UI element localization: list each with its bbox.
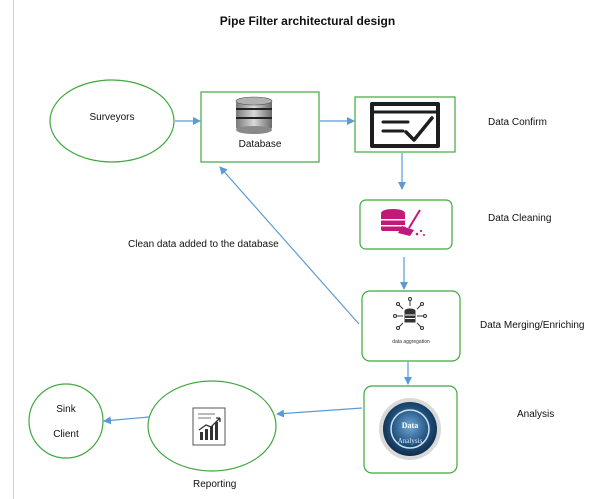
database-icon	[235, 96, 273, 134]
report-chart-icon	[192, 407, 226, 446]
data-cleaning-icon	[381, 209, 425, 236]
data-analysis-badge-icon: Data Analysis	[379, 398, 441, 460]
analysis-label: Analysis	[517, 409, 555, 420]
data-aggregation-icon	[393, 297, 427, 330]
data-aggregation-caption: data aggregation	[392, 339, 430, 345]
checklist-icon	[370, 102, 440, 148]
surveyors-node	[49, 79, 175, 163]
database-label: Database	[239, 139, 282, 150]
arrow-merging-to-database-feedback	[219, 166, 360, 325]
arrow-reporting-to-client	[103, 416, 150, 425]
data-merging-node	[361, 290, 461, 362]
data-cleaning-label: Data Cleaning	[488, 213, 552, 224]
data-confirm-label: Data Confirm	[488, 117, 547, 128]
sink-client-node	[28, 383, 104, 459]
data-merging-label: Data Merging/Enriching	[480, 320, 585, 331]
page-margin-line	[13, 0, 14, 499]
analysis-badge-top: Data	[402, 421, 418, 430]
diagram-title: Pipe Filter architectural design	[219, 14, 396, 28]
sink-label: Sink	[56, 404, 76, 415]
analysis-badge-bottom: Analysis	[398, 437, 423, 445]
client-label: Client	[53, 429, 79, 440]
data-cleaning-node	[359, 199, 453, 250]
surveyors-label: Surveyors	[89, 112, 134, 123]
feedback-edge-label: Clean data added to the database	[128, 239, 279, 250]
arrow-analysis-to-reporting	[276, 407, 363, 418]
reporting-label: Reporting	[193, 479, 237, 490]
